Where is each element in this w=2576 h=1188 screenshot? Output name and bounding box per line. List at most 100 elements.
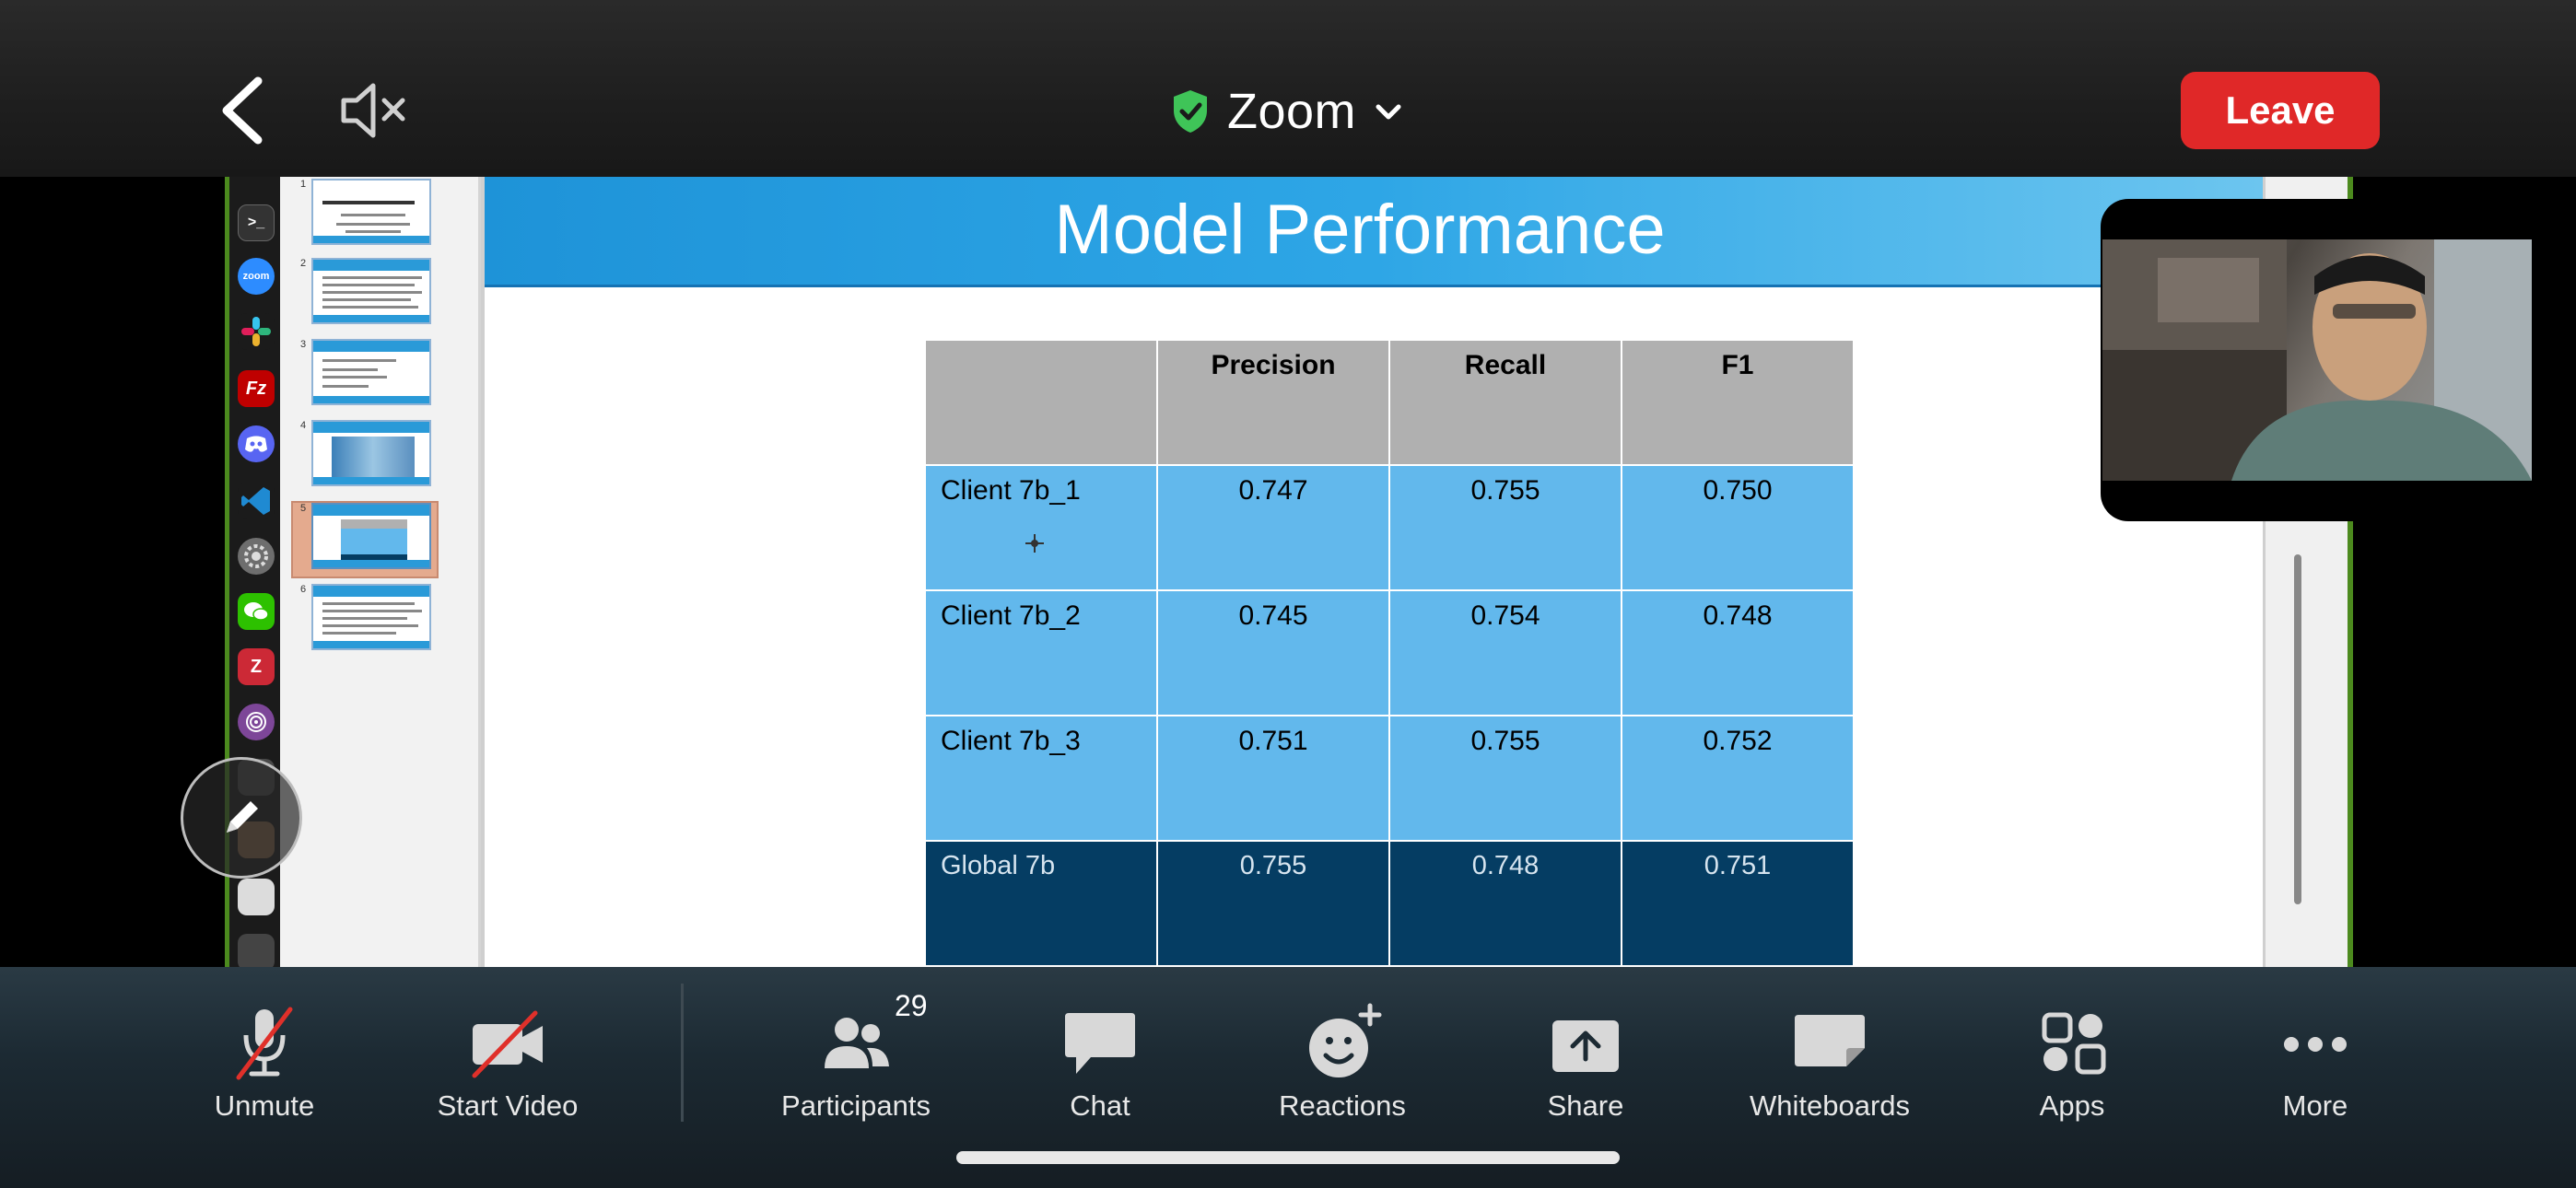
apps-label: Apps [2039,1089,2105,1122]
zoom-app-icon: zoom [238,258,275,295]
slide-thumbnails-panel: 1 2 3 4 [280,177,481,967]
toolbar-divider [681,984,684,1122]
row-label: Client 7b_3 [924,715,1158,842]
top-bar: Zoom Leave [0,0,2576,177]
dock-app-icon [238,879,275,915]
table-header-cell: Recall [1388,339,1622,466]
settings-app-icon [238,538,275,575]
panel-divider[interactable] [481,177,485,967]
chat-icon [1065,1013,1135,1074]
f1-cell: 0.750 [1621,464,1855,591]
table-header-cell: Precision [1156,339,1390,466]
thumbnail-number: 2 [300,258,307,269]
table-row: Global 7b 0.755 0.748 0.751 [924,840,1855,967]
precision-cell: 0.751 [1156,715,1390,842]
share-button[interactable]: Share [1484,984,1687,1159]
thumbnail-number: 5 [300,503,307,514]
more-icon [2284,1037,2347,1052]
participant-video [2102,239,2532,481]
table-row: Client 7b_3 0.751 0.755 0.752 [924,715,1855,842]
meeting-title-dropdown[interactable]: Zoom [1170,79,1404,144]
share-label: Share [1547,1089,1624,1122]
window-edge [2348,177,2353,967]
discord-icon [238,425,275,462]
apps-icon [2042,1012,2106,1075]
table-row: Client 7b_1 0.747 0.755 0.750 [924,464,1855,591]
shared-screen: >_ zoom Fz Z 1 [0,177,2576,967]
wechat-icon [238,593,275,630]
participant-video-tile[interactable] [2101,199,2554,521]
whiteboards-button[interactable]: Whiteboards [1728,984,1931,1159]
reactions-label: Reactions [1279,1089,1406,1122]
audio-output-button[interactable] [336,78,410,143]
slide-thumbnail-6[interactable] [311,584,431,650]
pencil-icon [227,801,258,833]
thumbnail-number: 4 [300,420,307,431]
more-label: More [2282,1089,2348,1122]
participants-count-badge: 29 [895,989,928,1022]
scrollbar-thumb[interactable] [2294,554,2301,904]
filezilla-icon: Fz [238,370,275,407]
back-button[interactable] [212,74,276,147]
table-header-cell: F1 [1621,339,1855,466]
annotate-button[interactable] [181,757,302,879]
slack-icon [238,313,275,350]
thumbnail-number: 3 [300,339,307,350]
unmute-button[interactable]: Unmute [163,984,366,1159]
share-icon [1552,1020,1619,1072]
reactions-icon [1309,1003,1382,1077]
slide-thumbnail-1[interactable] [311,179,431,245]
chevron-down-icon [1376,104,1401,120]
row-label: Client 7b_2 [924,589,1158,716]
zotero-icon: Z [238,648,275,685]
thumbnail-number: 6 [300,584,307,595]
f1-cell: 0.748 [1621,589,1855,716]
slide-title: Model Performance [1054,191,1666,269]
more-button[interactable]: More [2214,984,2417,1159]
slide-header-band: Model Performance [485,177,2263,287]
whiteboard-icon [1795,1015,1865,1066]
row-label: Global 7b [924,840,1158,967]
precision-cell: 0.745 [1156,589,1390,716]
table-row: Client 7b_2 0.745 0.754 0.748 [924,589,1855,716]
slide-thumbnail-4[interactable] [311,420,431,486]
back-chevron-icon [222,76,263,145]
dock-app-icon [238,934,275,967]
thumbnail-number: 1 [300,179,307,190]
chat-button[interactable]: Chat [999,984,1201,1159]
table-header-cell [924,339,1158,466]
start-video-button[interactable]: Start Video [406,984,609,1159]
precision-cell: 0.747 [1156,464,1390,591]
apps-button[interactable]: Apps [1971,984,2173,1159]
speaker-muted-icon [341,83,405,138]
mic-muted-icon [236,1007,293,1080]
whiteboards-label: Whiteboards [1749,1089,1911,1122]
performance-table: Precision Recall F1 Client 7b_1 0.747 0.… [924,339,1855,967]
unmute-label: Unmute [214,1089,315,1122]
precision-cell: 0.755 [1156,840,1390,967]
participants-icon [825,1018,889,1068]
start-video-label: Start Video [437,1089,579,1122]
recall-cell: 0.755 [1388,715,1622,842]
participants-label: Participants [781,1089,931,1122]
slide-thumbnail-3[interactable] [311,339,431,405]
slide-thumbnail-5[interactable] [311,503,431,569]
leave-button[interactable]: Leave [2181,72,2380,149]
f1-cell: 0.751 [1621,840,1855,967]
reactions-button[interactable]: Reactions [1241,984,1444,1159]
participants-button[interactable]: 29 Participants [755,984,957,1159]
shield-check-icon [1174,90,1207,133]
tor-browser-icon [238,704,275,740]
table-header-row: Precision Recall F1 [924,339,1855,466]
recall-cell: 0.748 [1388,840,1622,967]
terminal-icon: >_ [238,204,275,241]
video-off-icon [472,1010,543,1078]
f1-cell: 0.752 [1621,715,1855,842]
recall-cell: 0.755 [1388,464,1622,591]
chat-label: Chat [1070,1089,1130,1122]
row-label: Client 7b_1 [924,464,1158,591]
slide-thumbnail-2[interactable] [311,258,431,324]
meeting-title: Zoom [1227,84,1357,139]
home-indicator[interactable] [956,1151,1620,1164]
recall-cell: 0.754 [1388,589,1622,716]
